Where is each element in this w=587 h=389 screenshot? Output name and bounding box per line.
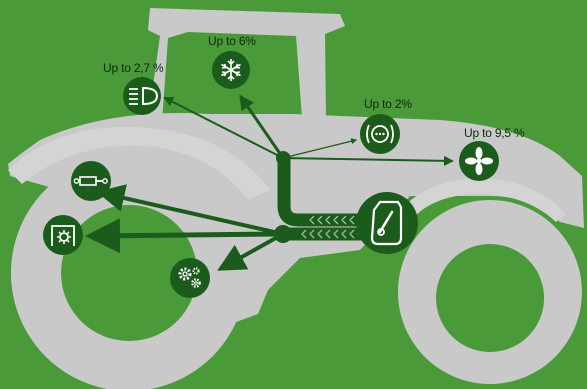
rear-tyre — [11, 155, 247, 389]
pto-icon — [43, 215, 83, 255]
headlights-percentage-label: Up to 2,7 % — [103, 61, 164, 75]
brake-percentage-label: Up to 2% — [364, 97, 412, 111]
lower-junction-node — [274, 225, 292, 243]
brake-icon — [360, 114, 400, 154]
gears-icon — [170, 258, 210, 298]
front-tyre — [398, 200, 582, 384]
aircon-percentage-label: Up to 6% — [208, 34, 256, 48]
snowflake-icon — [212, 51, 250, 89]
fan-percentage-label: Up to 9,5 % — [464, 126, 525, 140]
arrow-to-pto — [92, 234, 283, 236]
fan-icon — [459, 141, 499, 181]
headlight-icon — [123, 77, 161, 115]
upper-junction-node — [276, 151, 290, 165]
engine-fuel-icon — [356, 192, 418, 254]
hydraulic-cylinder-icon — [71, 161, 111, 201]
